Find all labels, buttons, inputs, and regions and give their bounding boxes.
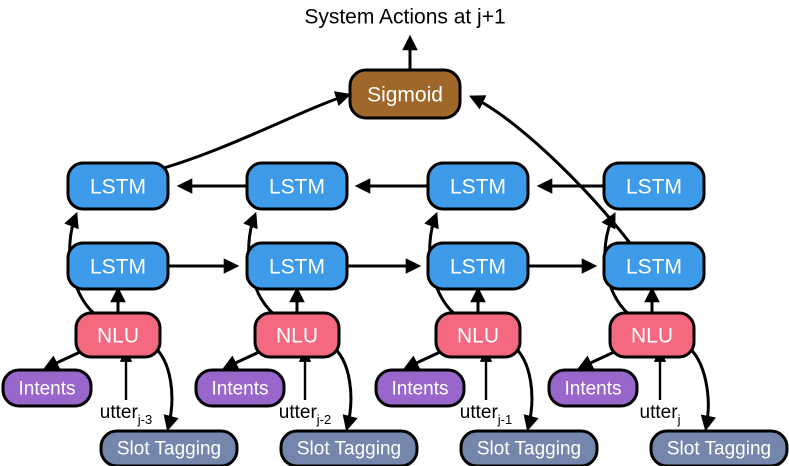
lstm-forward-3-label: LSTM — [626, 256, 682, 279]
node-intents-0[interactable]: Intents — [1, 368, 93, 408]
edge-nlu-1-to-slot-tagging — [330, 343, 358, 432]
lstm-backward-2-label: LSTM — [450, 176, 506, 199]
sigmoid-box[interactable] — [348, 68, 462, 120]
lstm-forward-3-box[interactable] — [602, 241, 706, 291]
lstm-forward-1-label: LSTM — [269, 256, 325, 279]
intents-2-label: Intents — [391, 379, 448, 400]
sigmoid-label: Sigmoid — [367, 84, 443, 107]
node-lstm-forward-0[interactable]: LSTM — [66, 241, 170, 291]
slot-tagging-2-label: Slot Tagging — [477, 439, 581, 460]
lstm-backward-1-label: LSTM — [269, 176, 325, 199]
utter-label-2: utterj-1 — [460, 402, 512, 427]
utter-2-subscript: j-1 — [497, 412, 512, 427]
slot-tagging-3-label: Slot Tagging — [667, 439, 771, 460]
node-nlu-1[interactable]: NLU — [253, 311, 341, 359]
slot-tagging-1-label: Slot Tagging — [297, 439, 401, 460]
lstm-backward-3-box[interactable] — [602, 161, 706, 211]
node-nlu-0[interactable]: NLU — [74, 311, 162, 359]
node-lstm-backward-3[interactable]: LSTM — [602, 161, 706, 211]
utter-0-subscript: j-3 — [137, 412, 152, 427]
lstm-backward-0-box[interactable] — [66, 161, 170, 211]
nlu-0-box[interactable] — [74, 311, 162, 359]
intents-1-box[interactable] — [194, 368, 286, 408]
node-sigmoid[interactable]: Sigmoid — [348, 68, 462, 120]
lstm-forward-0-box[interactable] — [66, 241, 170, 291]
node-intents-1[interactable]: Intents — [194, 368, 286, 408]
slot-tagging-1-box[interactable] — [279, 429, 419, 466]
lstm-backward-0-label: LSTM — [90, 176, 146, 199]
node-slot-tagging-0[interactable]: Slot Tagging — [99, 429, 239, 466]
node-lstm-forward-1[interactable]: LSTM — [245, 241, 349, 291]
edge-nlu-2-to-slot-tagging — [511, 343, 539, 432]
intents-2-box[interactable] — [374, 368, 466, 408]
svg-text:utterj-2: utterj-2 — [279, 402, 331, 427]
node-slot-tagging-3[interactable]: Slot Tagging — [649, 429, 789, 466]
intents-1-label: Intents — [211, 379, 268, 400]
lstm-backward-2-box[interactable] — [426, 161, 530, 211]
nlu-2-box[interactable] — [434, 311, 522, 359]
utter-label-3: utterj — [640, 402, 681, 427]
utter-3-base: utter — [640, 402, 679, 423]
edge-lstm-backward-0-to-sigmoid — [149, 91, 352, 174]
node-lstm-backward-2[interactable]: LSTM — [426, 161, 530, 211]
slot-tagging-3-box[interactable] — [649, 429, 789, 466]
nlu-0-label: NLU — [97, 325, 139, 348]
node-slot-tagging-2[interactable]: Slot Tagging — [459, 429, 599, 466]
utter-label-0: utterj-3 — [100, 402, 152, 427]
nlu-2-label: NLU — [457, 325, 499, 348]
intents-3-box[interactable] — [547, 368, 639, 408]
intents-0-label: Intents — [18, 379, 75, 400]
slot-tagging-0-box[interactable] — [99, 429, 239, 466]
slot-tagging-0-label: Slot Tagging — [117, 439, 221, 460]
utter-1-base: utter — [279, 402, 318, 423]
utter-2-base: utter — [460, 402, 499, 423]
node-lstm-backward-1[interactable]: LSTM — [245, 161, 349, 211]
edge-lstm-forward-3-to-sigmoid — [469, 95, 643, 259]
edge-nlu-3-to-slot-tagging — [685, 343, 717, 432]
svg-text:utterj: utterj — [640, 402, 681, 427]
node-nlu-3[interactable]: NLU — [608, 311, 696, 359]
node-lstm-forward-2[interactable]: LSTM — [426, 241, 530, 291]
lstm-forward-1-box[interactable] — [245, 241, 349, 291]
lstm-forward-2-box[interactable] — [426, 241, 530, 291]
nlu-1-box[interactable] — [253, 311, 341, 359]
diagram-title: System Actions at j+1 — [304, 6, 505, 29]
intents-0-box[interactable] — [1, 368, 93, 408]
node-nlu-2[interactable]: NLU — [434, 311, 522, 359]
lstm-forward-2-label: LSTM — [450, 256, 506, 279]
svg-text:utterj-1: utterj-1 — [460, 402, 512, 427]
node-intents-3[interactable]: Intents — [547, 368, 639, 408]
node-intents-2[interactable]: Intents — [374, 368, 466, 408]
nlu-1-label: NLU — [276, 325, 318, 348]
node-lstm-forward-3[interactable]: LSTM — [602, 241, 706, 291]
nlu-3-box[interactable] — [608, 311, 696, 359]
intents-3-label: Intents — [564, 379, 621, 400]
lstm-backward-3-label: LSTM — [626, 176, 682, 199]
node-lstm-backward-0[interactable]: LSTM — [66, 161, 170, 211]
node-slot-tagging-1[interactable]: Slot Tagging — [279, 429, 419, 466]
svg-text:utterj-3: utterj-3 — [100, 402, 152, 427]
lstm-backward-1-box[interactable] — [245, 161, 349, 211]
utter-0-base: utter — [100, 402, 139, 423]
slot-tagging-2-box[interactable] — [459, 429, 599, 466]
utter-label-1: utterj-2 — [279, 402, 331, 427]
nlu-3-label: NLU — [631, 325, 673, 348]
edge-nlu-0-to-slot-tagging — [151, 343, 179, 432]
lstm-forward-0-label: LSTM — [90, 256, 146, 279]
utter-1-subscript: j-2 — [316, 412, 331, 427]
utter-3-subscript: j — [677, 412, 681, 427]
